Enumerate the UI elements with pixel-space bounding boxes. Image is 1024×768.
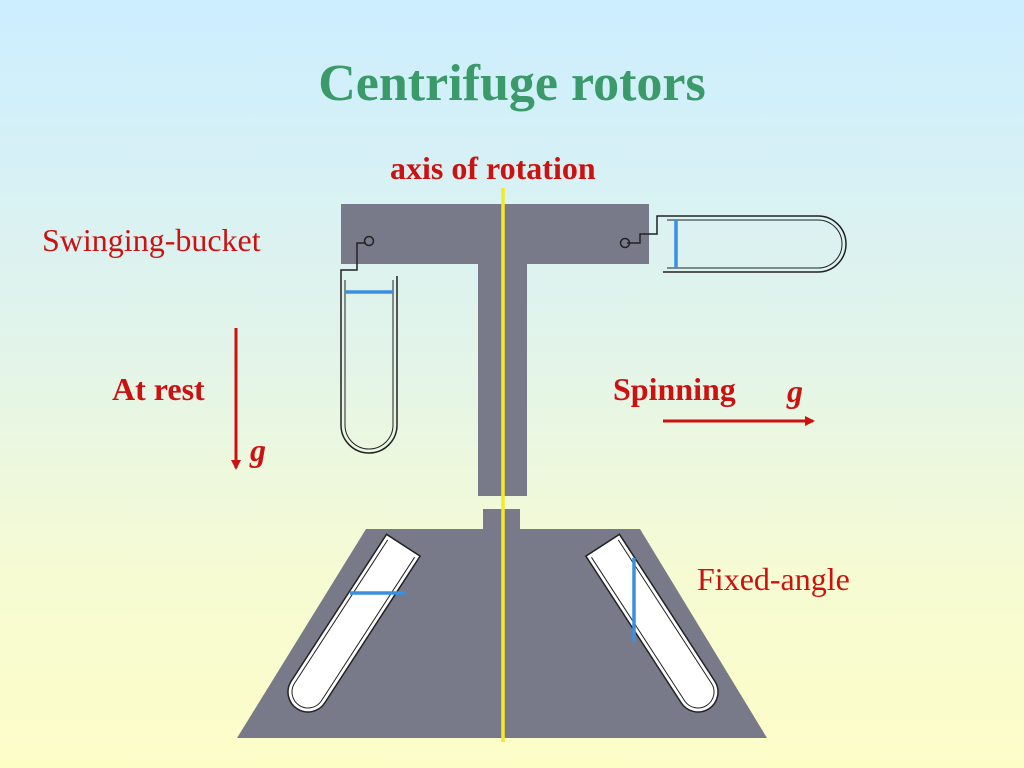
swinging-bucket-label: Swinging-bucket	[42, 222, 261, 258]
rotor-arm	[341, 204, 649, 264]
pivot-pin-right	[619, 237, 631, 249]
fixed-angle-tube-right	[584, 533, 719, 713]
pivot-pin-left	[363, 235, 375, 247]
spinning-label: Spinning	[613, 371, 736, 407]
bucket-spinning	[619, 215, 847, 273]
g-label-spinning: g	[787, 373, 803, 409]
fixed-angle-label: Fixed-angle	[697, 561, 850, 597]
axis-label: axis of rotation	[390, 150, 596, 186]
fixed-angle-tube-left	[287, 533, 422, 713]
bucket-at-rest	[340, 235, 398, 454]
g-label-rest: g	[250, 432, 266, 468]
swinging-bucket-rotor	[341, 204, 649, 531]
slide-title: Centrifuge rotors	[318, 55, 706, 112]
at-rest-label: At rest	[112, 371, 205, 407]
